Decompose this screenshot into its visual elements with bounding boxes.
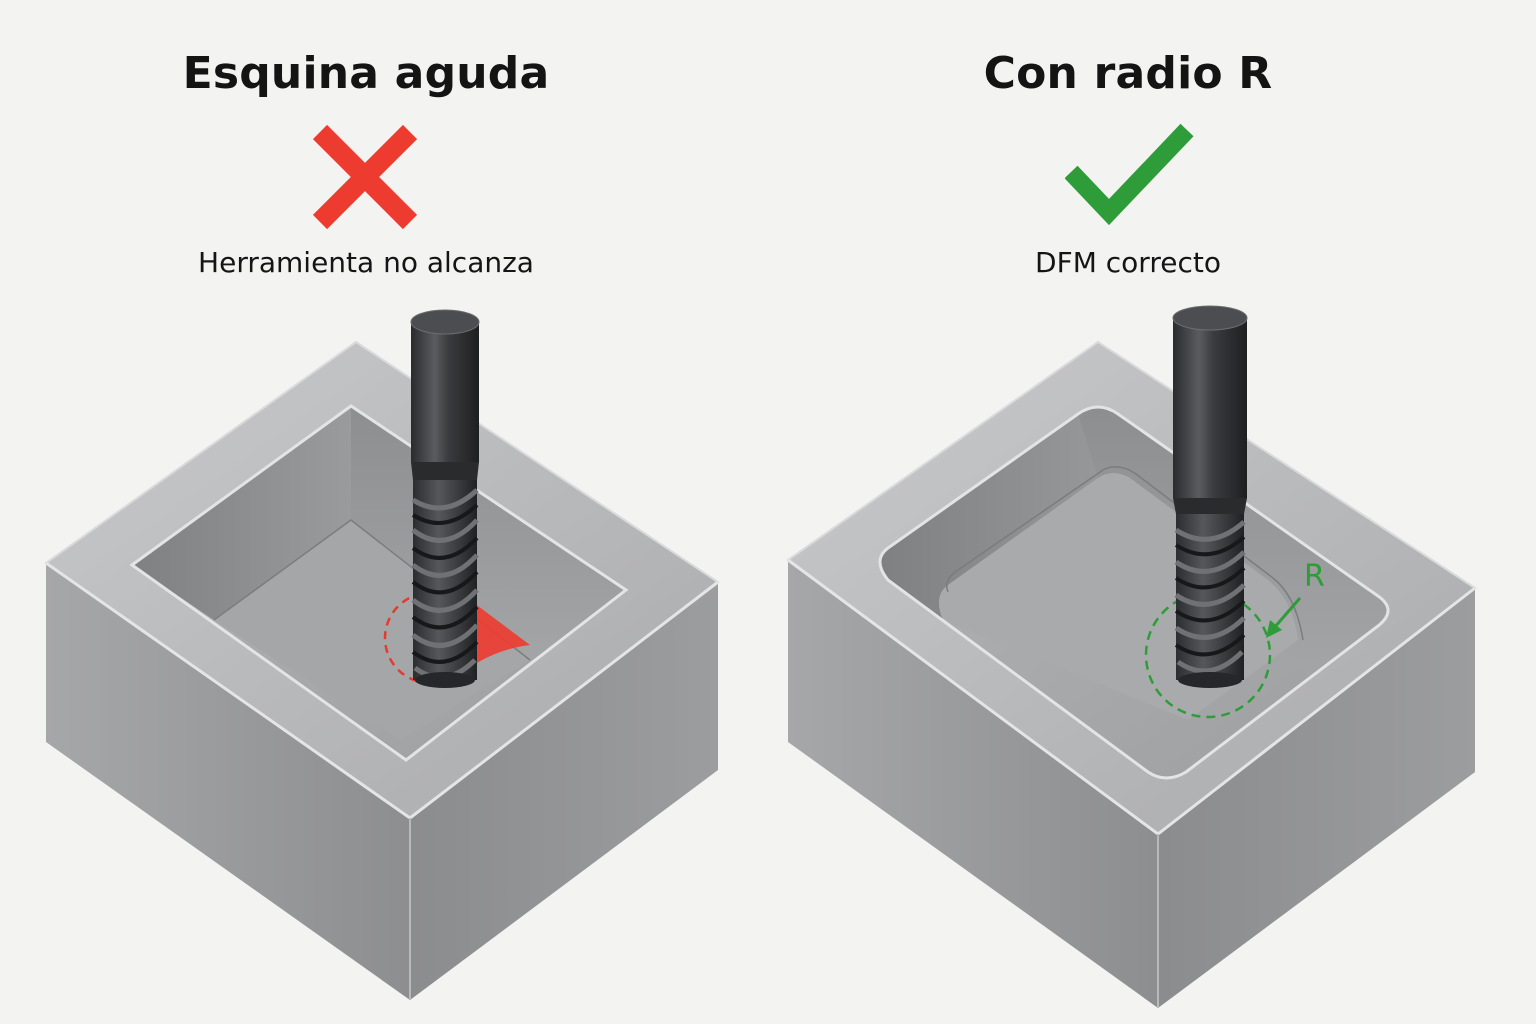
- panel-subtitle: Herramienta no alcanza: [198, 246, 534, 279]
- checkmark-icon: [1065, 123, 1194, 226]
- end-mill-tool: [1172, 305, 1248, 688]
- panel-title-text: Con radio R: [983, 48, 1273, 99]
- radius-label: R: [1304, 559, 1325, 594]
- panel-sharp-corner: Esquina aguda Herramienta no alcanza: [44, 48, 720, 1000]
- radius-corner-pocket-illustration: R: [786, 305, 1477, 1008]
- panel-title: Esquina aguda: [182, 48, 550, 99]
- end-mill-tool: [410, 309, 480, 688]
- sharp-corner-pocket-illustration: [44, 309, 720, 1000]
- radius-pointer: [1266, 597, 1302, 638]
- panel-radius-corner: Con radio R DFM correcto R: [768, 0, 1536, 1024]
- cross-icon: [312, 124, 418, 230]
- panel-subtitle-text: DFM correcto: [1035, 246, 1221, 279]
